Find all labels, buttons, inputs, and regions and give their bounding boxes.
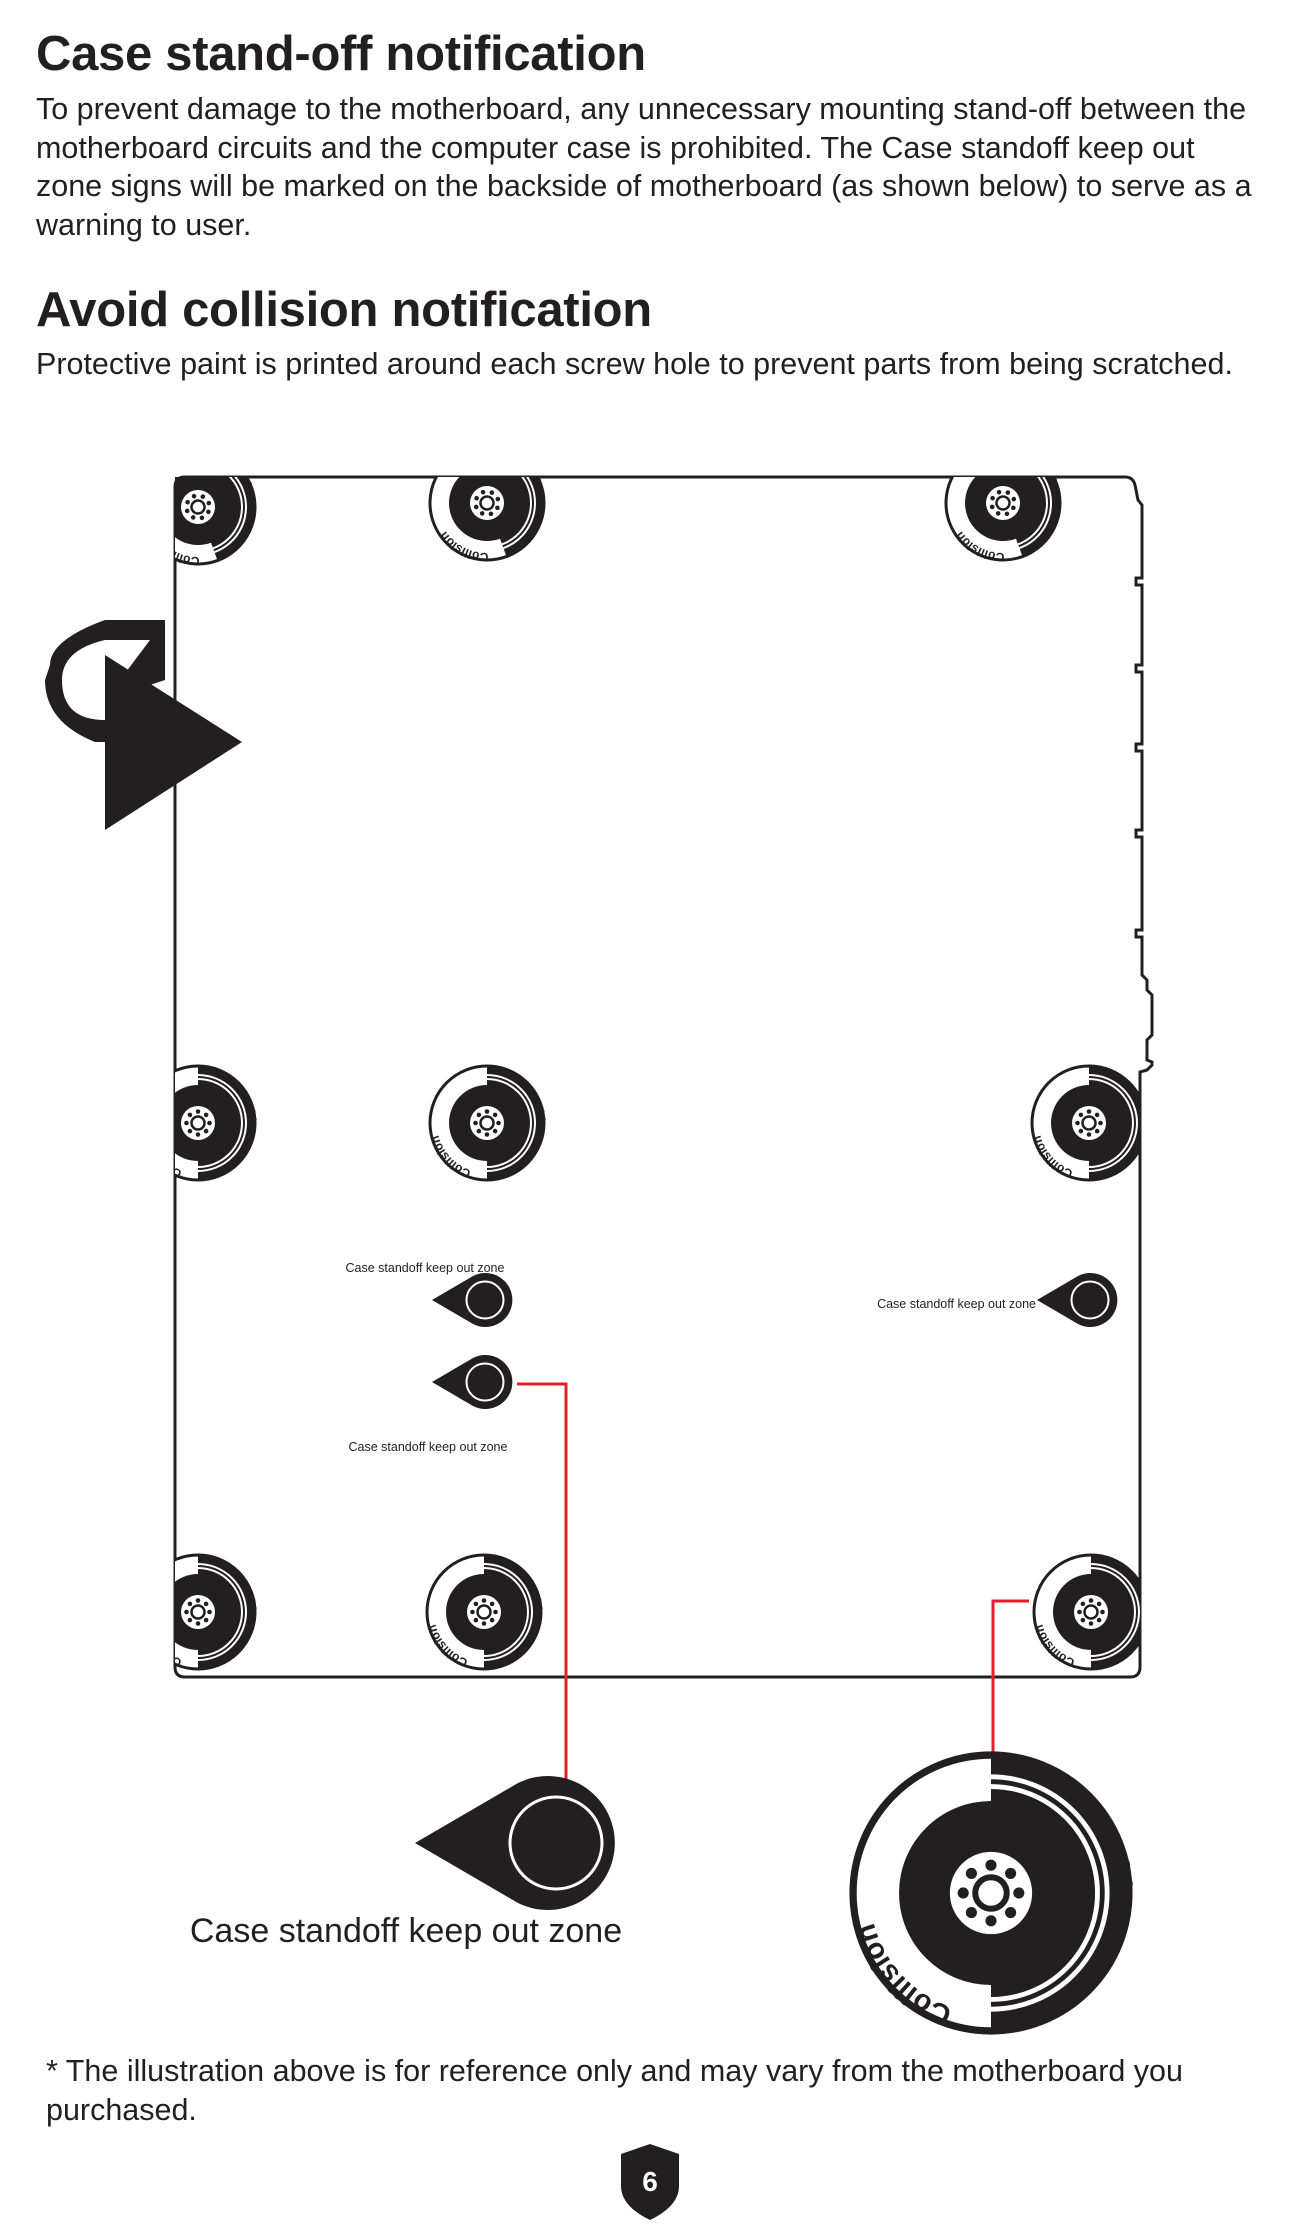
- keepout-mark: [431, 1272, 514, 1328]
- collision-mark: [175, 1064, 261, 1183]
- collision-mark: [1028, 1064, 1140, 1183]
- page-number-badge: 6: [621, 2144, 679, 2220]
- collision-mark: [410, 477, 566, 580]
- keepout-label-large: Case standoff keep out zone: [190, 1912, 622, 1950]
- collision-mark: [175, 1553, 261, 1672]
- motherboard-outline: [173, 475, 1154, 1679]
- collision-heading: Avoid collision notification: [36, 283, 652, 337]
- collision-mark-enlarged: [849, 1755, 1137, 2031]
- page-number: 6: [642, 2166, 658, 2197]
- collision-paragraph: Protective paint is printed around each …: [36, 347, 1233, 381]
- keepout-mark: [431, 1354, 514, 1410]
- keepout-label-small: Case standoff keep out zone: [349, 1440, 508, 1454]
- motherboard-backside-illustration: Collision Avoid: [45, 475, 1154, 2040]
- footnote: * The illustration above is for referenc…: [46, 2054, 1183, 2127]
- collision-mark: [926, 477, 1082, 580]
- keepout-mark: [1036, 1272, 1119, 1328]
- keepout-label-small: Case standoff keep out zone: [877, 1297, 1036, 1311]
- keepout-callout-line: [517, 1382, 568, 1780]
- keepout-mark-enlarged: [415, 1775, 615, 1911]
- collision-mark: [426, 1064, 550, 1183]
- collision-mark: [423, 1553, 547, 1672]
- standoff-heading: Case stand-off notification: [36, 27, 646, 81]
- collision-mark: [1030, 1553, 1140, 1672]
- keepout-label-small: Case standoff keep out zone: [346, 1261, 505, 1275]
- rotate-arrow-icon: [45, 620, 242, 830]
- standoff-paragraph: To prevent damage to the motherboard, an…: [36, 92, 1252, 242]
- collision-callout-line: [991, 1599, 1029, 1760]
